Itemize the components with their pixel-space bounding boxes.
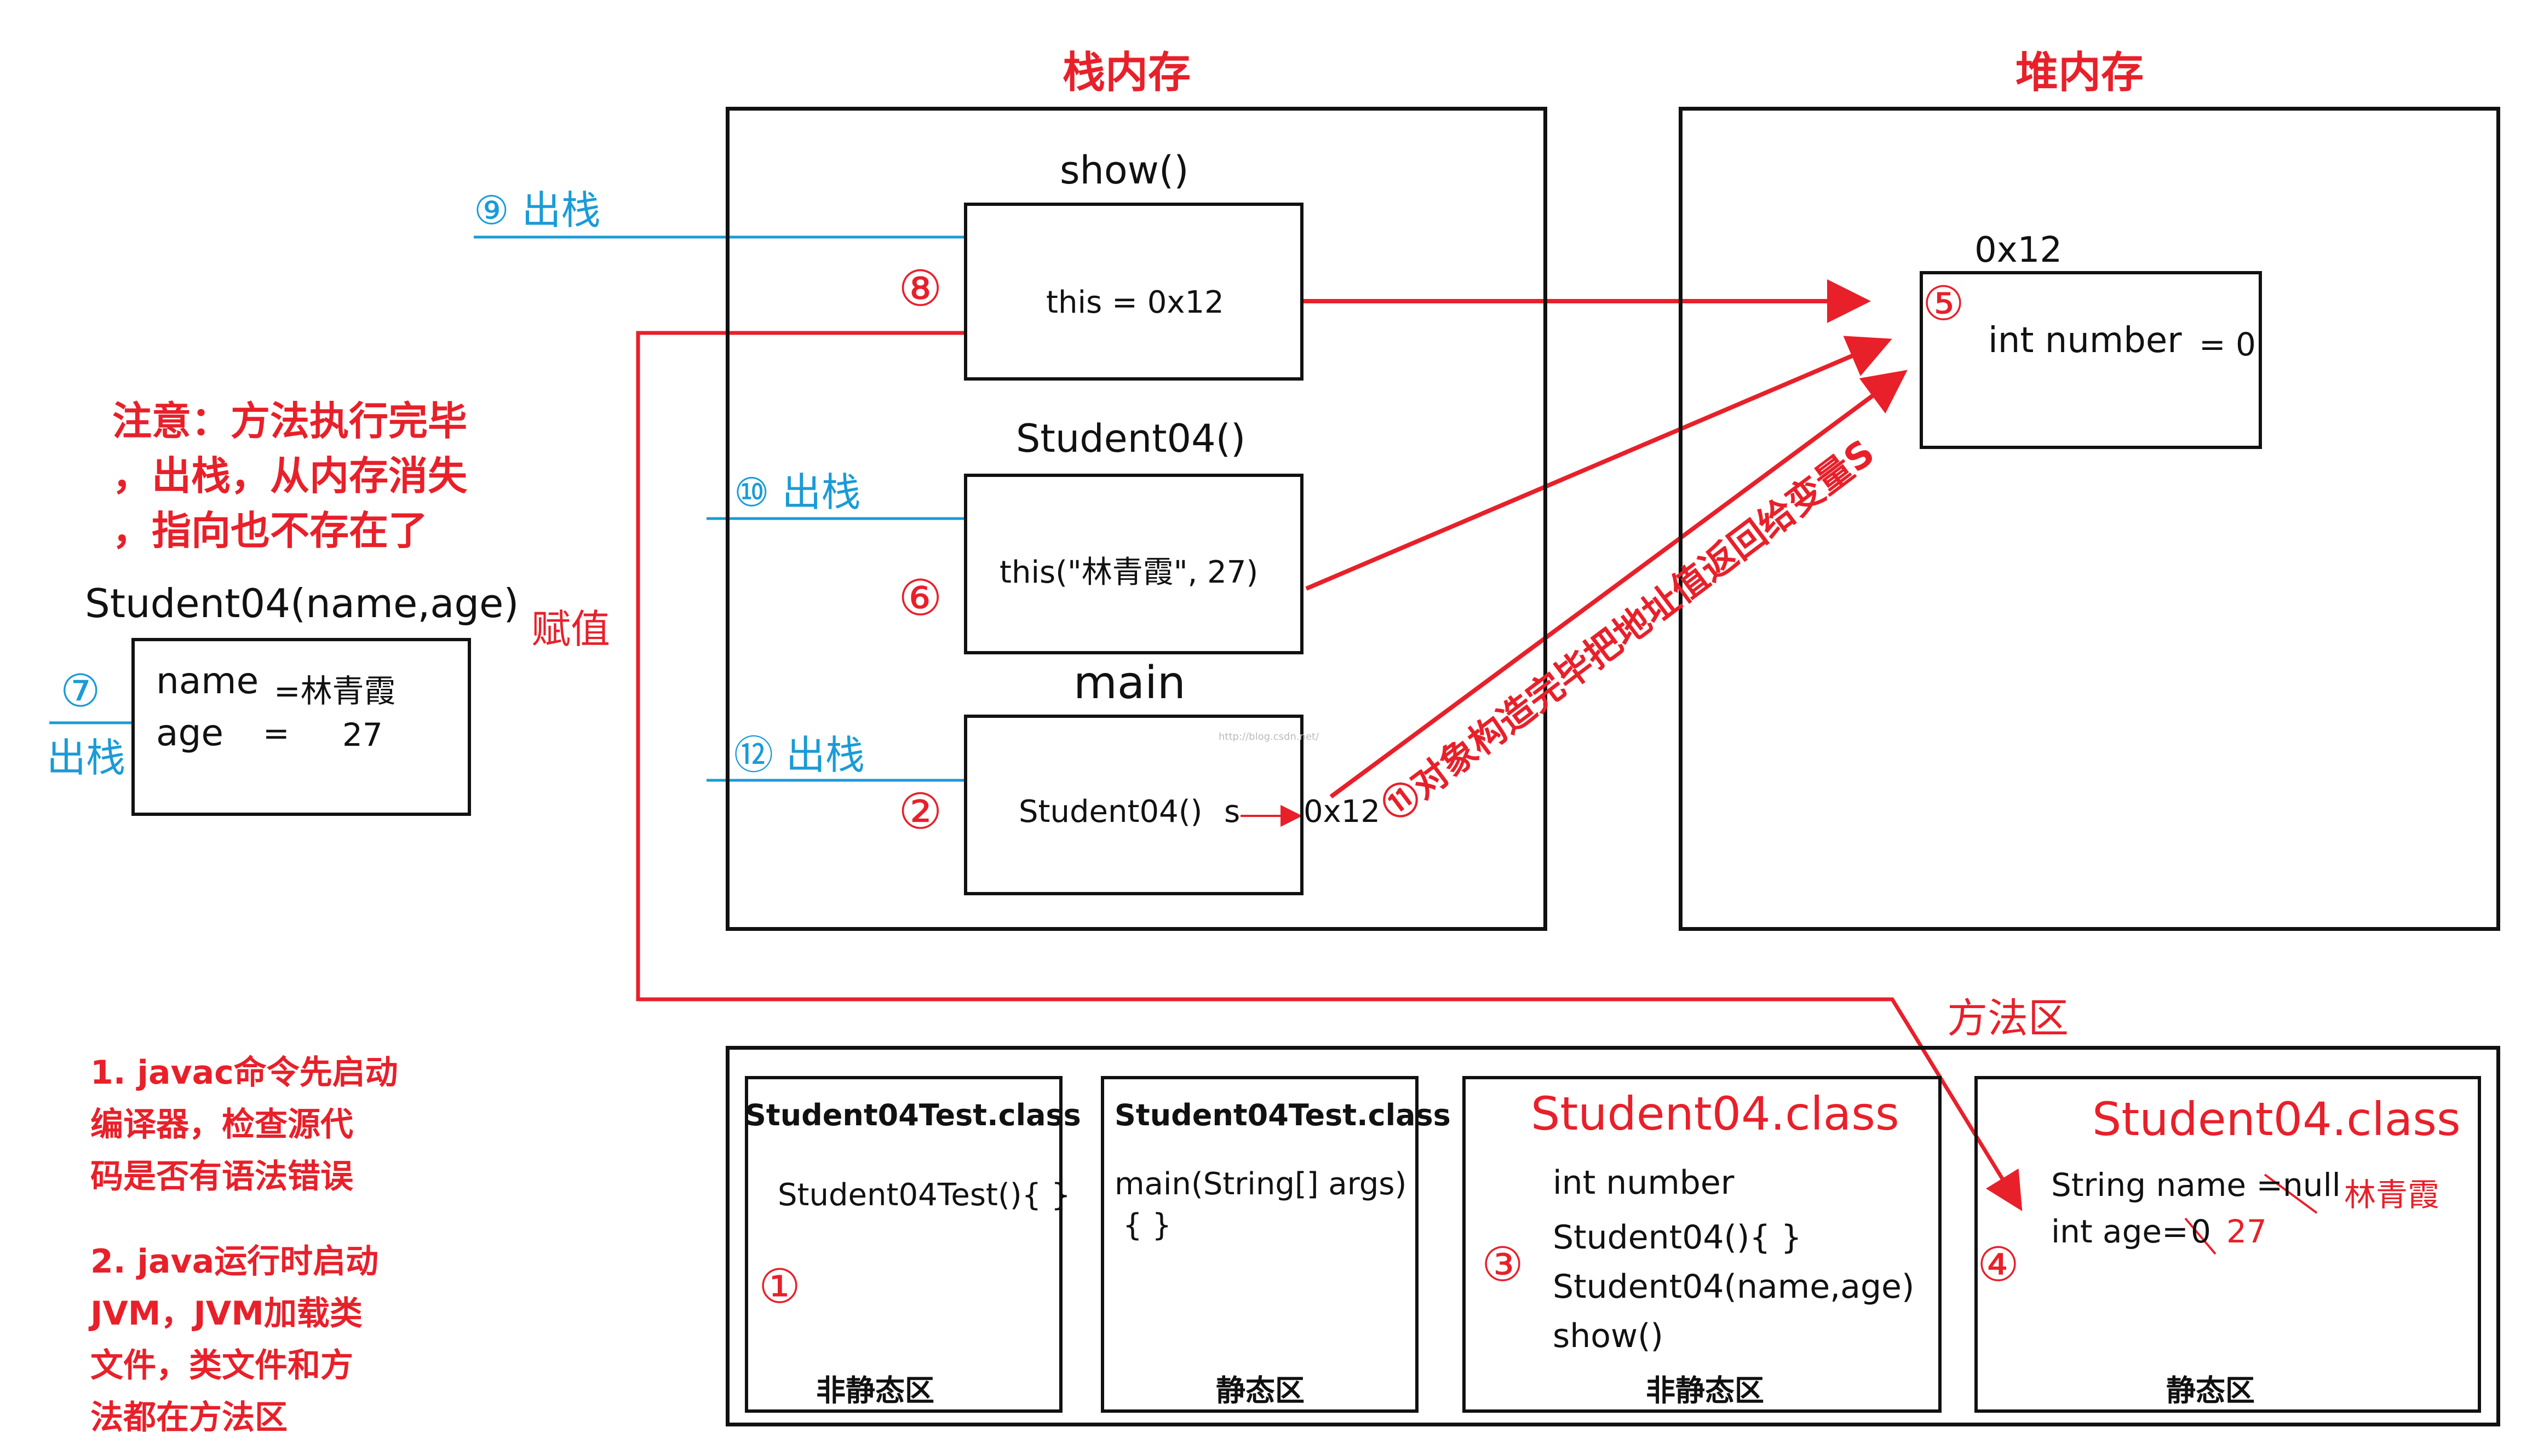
show-frame-title: show() [1060,148,1189,193]
main-frame-addr: 0x12 [1304,794,1381,830]
step-2-line-4: 法都在方法区 [90,1399,288,1437]
heap-object-address: 0x12 [1974,230,2063,271]
class-3-line-4: show() [1553,1317,1663,1355]
class-4-footer: 静态区 [2166,1373,2255,1408]
method-area-box [726,1046,2500,1426]
step-marker-3: ③ [1482,1238,1524,1292]
param-age-label: age [156,712,223,754]
param-age-value: 27 [342,716,383,753]
step-marker-1: ① [759,1259,801,1314]
heap-object-field: int number [1988,320,2182,361]
step-2-line-1: 2. java运行时启动 [90,1242,379,1281]
class-4-line-1-label: String name =null [2051,1166,2341,1204]
note-line-1: 注意：方法执行完毕 [112,398,468,444]
step-2-line-3: 文件，类文件和方 [90,1346,353,1385]
param-frame [131,638,471,816]
step-marker-10: ⑩ [734,469,770,515]
class-4-line-2-old: 0 [2191,1213,2211,1250]
strike-null [2264,1173,2318,1214]
constructor-frame-content: this("林青霞", 27) [1000,555,1259,590]
pop-text-10: 出栈 [782,469,861,515]
class-2-line-2: { } [1123,1207,1172,1243]
constructor-frame-title: Student04() [1016,416,1246,461]
arrow-main-to-heap [1329,370,1908,799]
step-marker-12: ⑫ [734,732,774,778]
param-frame-title: Student04(name,age) [85,580,519,626]
strike-zero [2184,1217,2217,1255]
step-marker-8: ⑧ [898,260,943,318]
method-area-heading: 方法区 [1947,995,2069,1042]
note-line-3: ，指向也不存在了 [112,508,428,554]
step-1-line-2: 编译器，检查源代 [90,1106,353,1144]
class-box-4 [1974,1076,2481,1413]
main-frame [964,715,1304,895]
class-2-line-1: main(String[] args) [1115,1166,1407,1202]
constructor-frame [964,474,1304,654]
pop-label-9: ⑨ 出栈 [474,178,600,235]
pop-text-12: 出栈 [785,732,865,778]
pop-text-9: 出栈 [521,187,601,233]
main-frame-var: s [1224,794,1241,830]
class-box-3 [1462,1076,1942,1413]
main-frame-title: main [1073,657,1186,709]
assign-label: 赋值 [531,606,611,652]
step-marker-5: ⑤ [1922,277,1965,331]
param-age-eq: = [263,715,290,752]
note-line-2: ，出栈，从内存消失 [112,453,468,499]
class-3-line-1: int number [1553,1164,1735,1202]
stack-heading: 栈内存 [1063,48,1191,97]
pop-text-7: 出栈 [47,735,126,781]
class-box-2 [1101,1076,1419,1413]
main-frame-class: Student04() [1019,794,1203,830]
step-marker-2: ② [898,783,943,841]
class-1-title: Student04Test.class [745,1098,1081,1132]
class-3-line-2: Student04(){ } [1553,1218,1802,1257]
heap-heading: 堆内存 [2016,48,2144,97]
class-4-line-1-value: 林青霞 [2344,1176,2440,1213]
class-3-footer: 非静态区 [1646,1373,1764,1408]
class-4-title: Student04.class [2092,1092,2461,1146]
pop-label-10: ⑩ 出栈 [734,460,860,517]
show-frame [964,203,1304,381]
class-box-1 [745,1076,1063,1413]
step-marker-9: ⑨ [474,187,509,233]
step-1-line-1: 1. javac命令先启动 [90,1054,398,1092]
step-2-line-2: JVM，JVM加载类 [90,1294,363,1333]
arrow-show-to-method-area [636,331,2023,1211]
heap-memory-box [1679,107,2500,931]
class-3-title: Student04.class [1531,1087,1899,1141]
class-2-title: Student04Test.class [1115,1098,1451,1132]
param-name-value: =林青霞 [274,672,396,710]
class-3-line-3: Student04(name,age) [1553,1268,1915,1306]
arrow-constructor-to-heap [1305,336,1892,591]
step-1-line-3: 码是否有语法错误 [90,1158,353,1196]
class-4-line-2-label: int age= [2051,1213,2189,1250]
param-name-label: name [156,660,259,702]
pop-label-12: ⑫ 出栈 [734,723,865,780]
stack-memory-box [726,107,1547,931]
watermark: http://blog.csdn.net/ [1219,731,1319,743]
show-frame-content: this = 0x12 [1046,285,1224,320]
step-marker-7: ⑦ [60,665,101,717]
step-marker-4: ④ [1977,1238,2020,1292]
class-1-line-1: Student04Test(){ } [778,1177,1071,1213]
heap-object-field-value: = 0 [2199,326,2256,363]
class-4-line-2-value: 27 [2226,1213,2267,1250]
class-1-footer: 非静态区 [816,1373,934,1408]
heap-object [1920,271,2262,449]
class-2-footer: 静态区 [1216,1373,1305,1408]
step-marker-6: ⑥ [898,569,943,627]
